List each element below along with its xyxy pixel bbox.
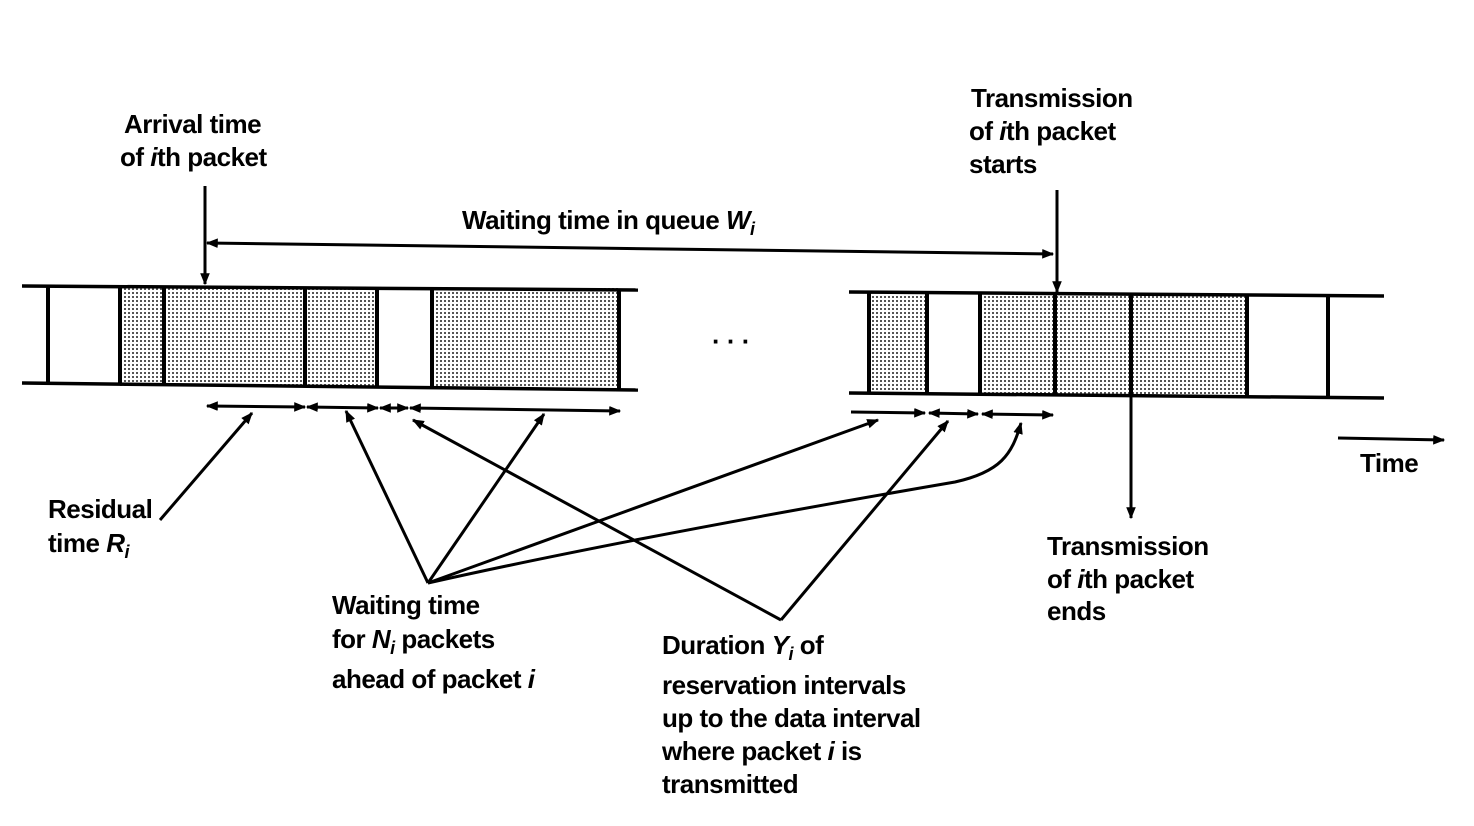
arrival-label: Arrival time of ith packet — [120, 109, 268, 172]
shaded-interval — [164, 287, 305, 386]
waiting-n-label: Waiting time for Ni packets ahead of pac… — [332, 590, 536, 694]
strip-bottom-edge — [21, 381, 639, 392]
tx-start-label: Transmission of ith packet starts — [969, 83, 1139, 179]
residual-label: Residual time Ri — [48, 494, 159, 562]
shaded-interval — [1055, 295, 1131, 396]
waiting-time-label: Waiting time in queue Wi — [462, 205, 756, 239]
right-timeline-strip — [848, 290, 1385, 400]
residual-leader-arrow — [158, 412, 254, 521]
strip-top-edge — [21, 284, 639, 292]
time-axis-arrow — [1337, 434, 1446, 445]
strip-bottom-edge — [848, 391, 1385, 400]
shaded-interval — [120, 287, 164, 386]
strip-top-edge — [848, 290, 1385, 298]
waiting-time-span-arrow — [205, 238, 1055, 259]
ellipsis-label: · · · — [712, 326, 750, 356]
duration-leader-arrows — [411, 418, 950, 622]
left-timeline-strip — [21, 284, 639, 392]
shaded-interval — [869, 294, 927, 395]
shaded-interval — [980, 295, 1055, 396]
tx-end-label: Transmission of ith packet ends — [1047, 531, 1215, 626]
right-dimension-arrows — [850, 408, 1055, 420]
shaded-interval — [305, 287, 377, 386]
shaded-interval — [1131, 295, 1247, 396]
duration-label: Duration Yi of reservation intervals up … — [661, 630, 927, 799]
shaded-interval — [432, 287, 618, 386]
time-label: Time — [1360, 448, 1418, 478]
waiting-n-leader-arrows — [344, 409, 1023, 585]
left-dimension-arrows — [205, 401, 622, 416]
